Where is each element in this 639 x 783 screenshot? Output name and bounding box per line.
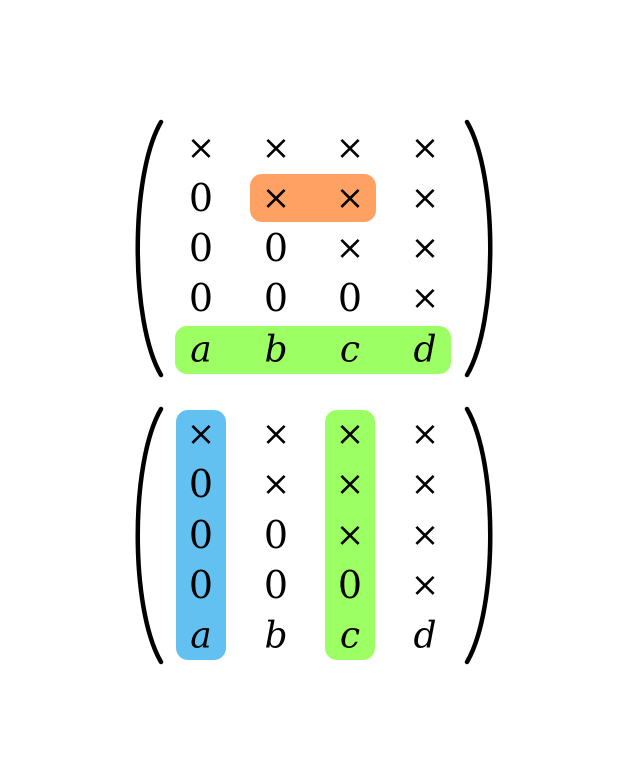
matrix-cell: × — [411, 414, 440, 454]
highlight-green-column — [325, 410, 375, 660]
matrix-cell: × — [336, 414, 365, 454]
matrix-cell: × — [262, 128, 291, 168]
matrix-cell: 0 — [189, 563, 213, 607]
matrix-cell: × — [187, 128, 216, 168]
matrix-cell: 0 — [189, 513, 213, 557]
matrix-cell: × — [187, 414, 216, 454]
matrix-cell: 0 — [189, 462, 213, 506]
matrix-bottom: × × × × 0 × × × 0 0 × × 0 0 0 × a b c d — [135, 406, 493, 665]
left-parenthesis — [135, 406, 164, 665]
matrix-cell: 0 — [264, 226, 288, 270]
matrix-cell: × — [336, 128, 365, 168]
matrix-cell: × — [336, 515, 365, 555]
matrix-cell: × — [411, 565, 440, 605]
matrix-cell: × — [411, 128, 440, 168]
matrix-cell: × — [411, 228, 440, 268]
matrix-cell: d — [413, 330, 436, 371]
right-parenthesis — [464, 119, 493, 378]
matrix-cell: 0 — [264, 276, 288, 320]
matrix-cell: 0 — [338, 563, 362, 607]
matrix-cell: a — [190, 616, 211, 657]
matrix-top-highlights — [175, 174, 451, 374]
matrix-cell: × — [411, 464, 440, 504]
matrix-cell: × — [411, 278, 440, 318]
left-parenthesis — [135, 119, 164, 378]
matrix-cell: × — [336, 228, 365, 268]
highlight-orange-row — [250, 174, 376, 222]
highlight-green-row — [175, 326, 451, 374]
matrix-bottom-cells: × × × × 0 × × × 0 0 × × 0 0 0 × a b c d — [187, 414, 440, 657]
matrix-cell: × — [411, 515, 440, 555]
matrix-cell: 0 — [264, 563, 288, 607]
right-parenthesis — [464, 406, 493, 665]
matrix-cell: a — [190, 330, 211, 371]
matrix-cell: × — [262, 464, 291, 504]
matrix-cell: c — [340, 330, 360, 371]
matrix-bottom-highlights — [176, 410, 375, 660]
matrix-cell: 0 — [189, 176, 213, 220]
matrix-cell: d — [413, 616, 436, 657]
matrix-cell: 0 — [189, 276, 213, 320]
matrix-cell: b — [264, 330, 287, 371]
matrix-top-cells: × × × × 0 × × × 0 0 × × 0 0 0 × a b c d — [187, 128, 440, 371]
matrix-cell: 0 — [264, 513, 288, 557]
matrix-cell: × — [411, 178, 440, 218]
matrix-cell: c — [340, 616, 360, 657]
highlight-blue-column — [176, 410, 226, 660]
matrix-cell: 0 — [189, 226, 213, 270]
matrix-cell: × — [336, 178, 365, 218]
matrix-cell: × — [262, 178, 291, 218]
matrix-top: × × × × 0 × × × 0 0 × × 0 0 0 × a b c d — [135, 119, 493, 378]
matrix-cell: × — [336, 464, 365, 504]
matrix-cell: b — [264, 616, 287, 657]
matrix-cell: 0 — [338, 276, 362, 320]
matrix-cell: × — [262, 414, 291, 454]
